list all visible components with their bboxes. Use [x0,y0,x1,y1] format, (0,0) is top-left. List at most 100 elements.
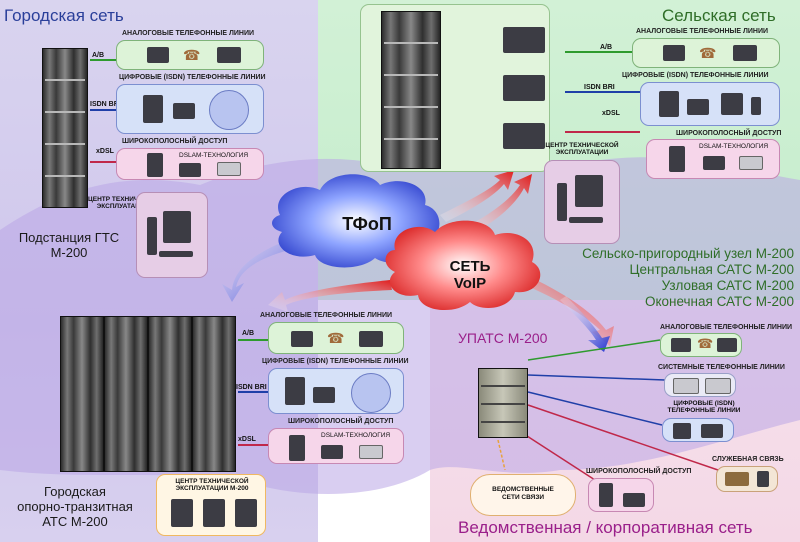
phone-icon [671,338,691,352]
fax-icon [733,45,757,61]
rural-node-type: Центральная САТС М-200 [629,262,795,277]
city-substation-rack [42,48,88,208]
phone-icon [321,445,343,459]
transit-rack-2 [104,316,148,472]
fax-icon [217,47,241,63]
computer-icon [669,146,685,172]
transit-rack-3 [148,316,192,472]
keyboard-icon [159,251,193,257]
retro-phone-icon: ☎ [699,45,717,61]
rural-broadband-caption: ШИРОКОПОЛОСНЫЙ ДОСТУП [676,130,782,137]
city-analog-caption: АНАЛОГОВЫЕ ТЕЛЕФОННЫЕ ЛИНИИ [122,30,255,37]
transit-analog-caption: АНАЛОГОВЫЕ ТЕЛЕФОННЫЕ ЛИНИИ [260,312,393,319]
fax-icon [359,331,383,347]
computer-icon [599,483,613,507]
computer-icon [147,153,163,177]
corp-isdn-caption: ЦИФРОВЫЕ (ISDN) ТЕЛЕФОННЫЕ ЛИНИИ [667,400,741,414]
remote-unit-1 [503,27,545,53]
modem-icon [217,162,241,176]
isdn-terminal-icon [143,95,163,123]
city-isdn-panel [116,84,264,134]
city-transit-name: Городская опорно-транзитная АТС М-200 [17,484,133,529]
rural-node-type: Оконечная САТС М-200 [644,294,794,309]
corp-analog-link [527,339,661,361]
transit-isdn-label: ISDN BRI [236,384,267,391]
computer-icon [289,435,305,461]
city-region-title: Городская сеть [4,6,124,25]
handset-icon [751,97,761,115]
isdn-terminal-icon [659,91,679,117]
retro-phone-icon: ☎ [183,47,201,63]
voip-label-line2: VoIP [453,275,487,292]
city-tech-center-caption: ЦЕНТР ТЕХНИЧЕСКОЙ ЭКСПЛУАТАЦИИ [88,196,162,210]
city-tech-center-panel [136,192,208,278]
cordless-phones-icon [209,90,249,130]
corp-analog-caption: АНАЛОГОВЫЕ ТЕЛЕФОННЫЕ ЛИНИИ [660,324,793,331]
workstation-icon [203,499,225,527]
arrow-to-city-transit [268,280,392,312]
transit-isdn-caption: ЦИФРОВЫЕ (ISDN) ТЕЛЕФОННЫЕ ЛИНИИ [262,358,409,365]
voip-cloud [385,220,541,311]
pc-tower-icon [147,217,157,255]
phone-icon [703,156,725,170]
rural-xdsl-label: xDSL [602,110,620,117]
corp-service-link [527,404,719,471]
upats-title: УПАТС М-200 [458,330,548,346]
rural-node-rack [381,11,441,169]
transit-broadband-panel: DSLAM-ТЕХНОЛОГИЯ [268,428,404,464]
phone-icon [663,45,685,61]
city-isdn-label: ISDN BRI [90,101,121,108]
isdn-terminal-icon [673,423,691,439]
dept-networks-label: ВЕДОМСТВЕННЫЕ СЕТИ СВЯЗИ [492,486,554,501]
arrow-to-rural-1 [440,170,514,222]
transit-tech-center-caption: ЦЕНТР ТЕХНИЧЕСКОЙ ЭКСПЛУАТАЦИИ М-200 [175,478,249,492]
rural-node-panel [360,4,550,172]
city-transit-racks [60,316,236,472]
phone-icon [623,493,645,507]
speaker-icon [757,471,769,487]
transit-analog-panel: ☎ [268,322,404,354]
city-xdsl-label: xDSL [96,148,114,155]
corporate-region-title: Ведомственная / корпоративная сеть [458,518,753,537]
corp-system-link [527,374,666,381]
rural-tech-center-caption: ЦЕНТР ТЕХНИЧЕСКОЙ ЭКСПЛУАТАЦИИ [545,142,619,156]
intercom-icon [725,472,749,486]
phone-icon [291,331,313,347]
city-broadband-panel: DSLAM-ТЕХНОЛОГИЯ [116,148,264,180]
corp-isdn-link [527,391,663,426]
corp-service-panel [716,466,778,492]
city-ab-label: A/B [92,52,105,59]
rural-broadband-panel: DSLAM-ТЕХНОЛОГИЯ [646,139,780,179]
rural-tech-center-panel [544,160,620,244]
upats-cabinet [478,368,528,438]
transit-xdsl-label: xDSL [238,436,256,443]
city-analog-panel: ☎ [116,40,264,70]
monitor-icon [163,211,191,243]
rural-isdn-panel [640,82,780,126]
rural-dslam-caption: DSLAM-ТЕХНОЛОГИЯ [699,143,769,150]
modem-icon [739,156,763,170]
arrow-to-rural-2 [460,174,532,238]
city-dslam-caption: DSLAM-ТЕХНОЛОГИЯ [179,152,249,159]
workstation-icon [235,499,257,527]
remote-unit-2 [503,75,545,101]
cordless-phones-icon [351,373,391,413]
corp-broadband-caption: ШИРОКОПОЛОСНЫЙ ДОСТУП [586,468,692,475]
phone-icon [701,424,723,438]
transit-isdn-panel [268,368,404,414]
corp-service-caption: СЛУЖЕБНАЯ СВЯЗЬ [712,456,784,463]
tfop-label: ТФоП [342,214,392,234]
rural-region-title: Сельская сеть [662,6,776,25]
city-substation-name: Подстанция ГТС М-200 [18,230,120,260]
arrow-to-upats-blue [560,296,610,352]
corp-dept-link [497,439,506,471]
phone-icon [173,103,195,119]
city-isdn-caption: ЦИФРОВЫЕ (ISDN) ТЕЛЕФОННЫЕ ЛИНИИ [119,74,266,81]
transit-ab-label: A/B [242,330,255,337]
monitor-icon [575,175,603,207]
corp-system-panel [664,373,736,397]
transit-tech-center-panel: ЦЕНТР ТЕХНИЧЕСКОЙ ЭКСПЛУАТАЦИИ М-200 [156,474,266,536]
transit-broadband-caption: ШИРОКОПОЛОСНЫЙ ДОСТУП [288,418,394,425]
keyboard-icon [569,217,603,223]
retro-phone-icon: ☎ [327,330,345,346]
